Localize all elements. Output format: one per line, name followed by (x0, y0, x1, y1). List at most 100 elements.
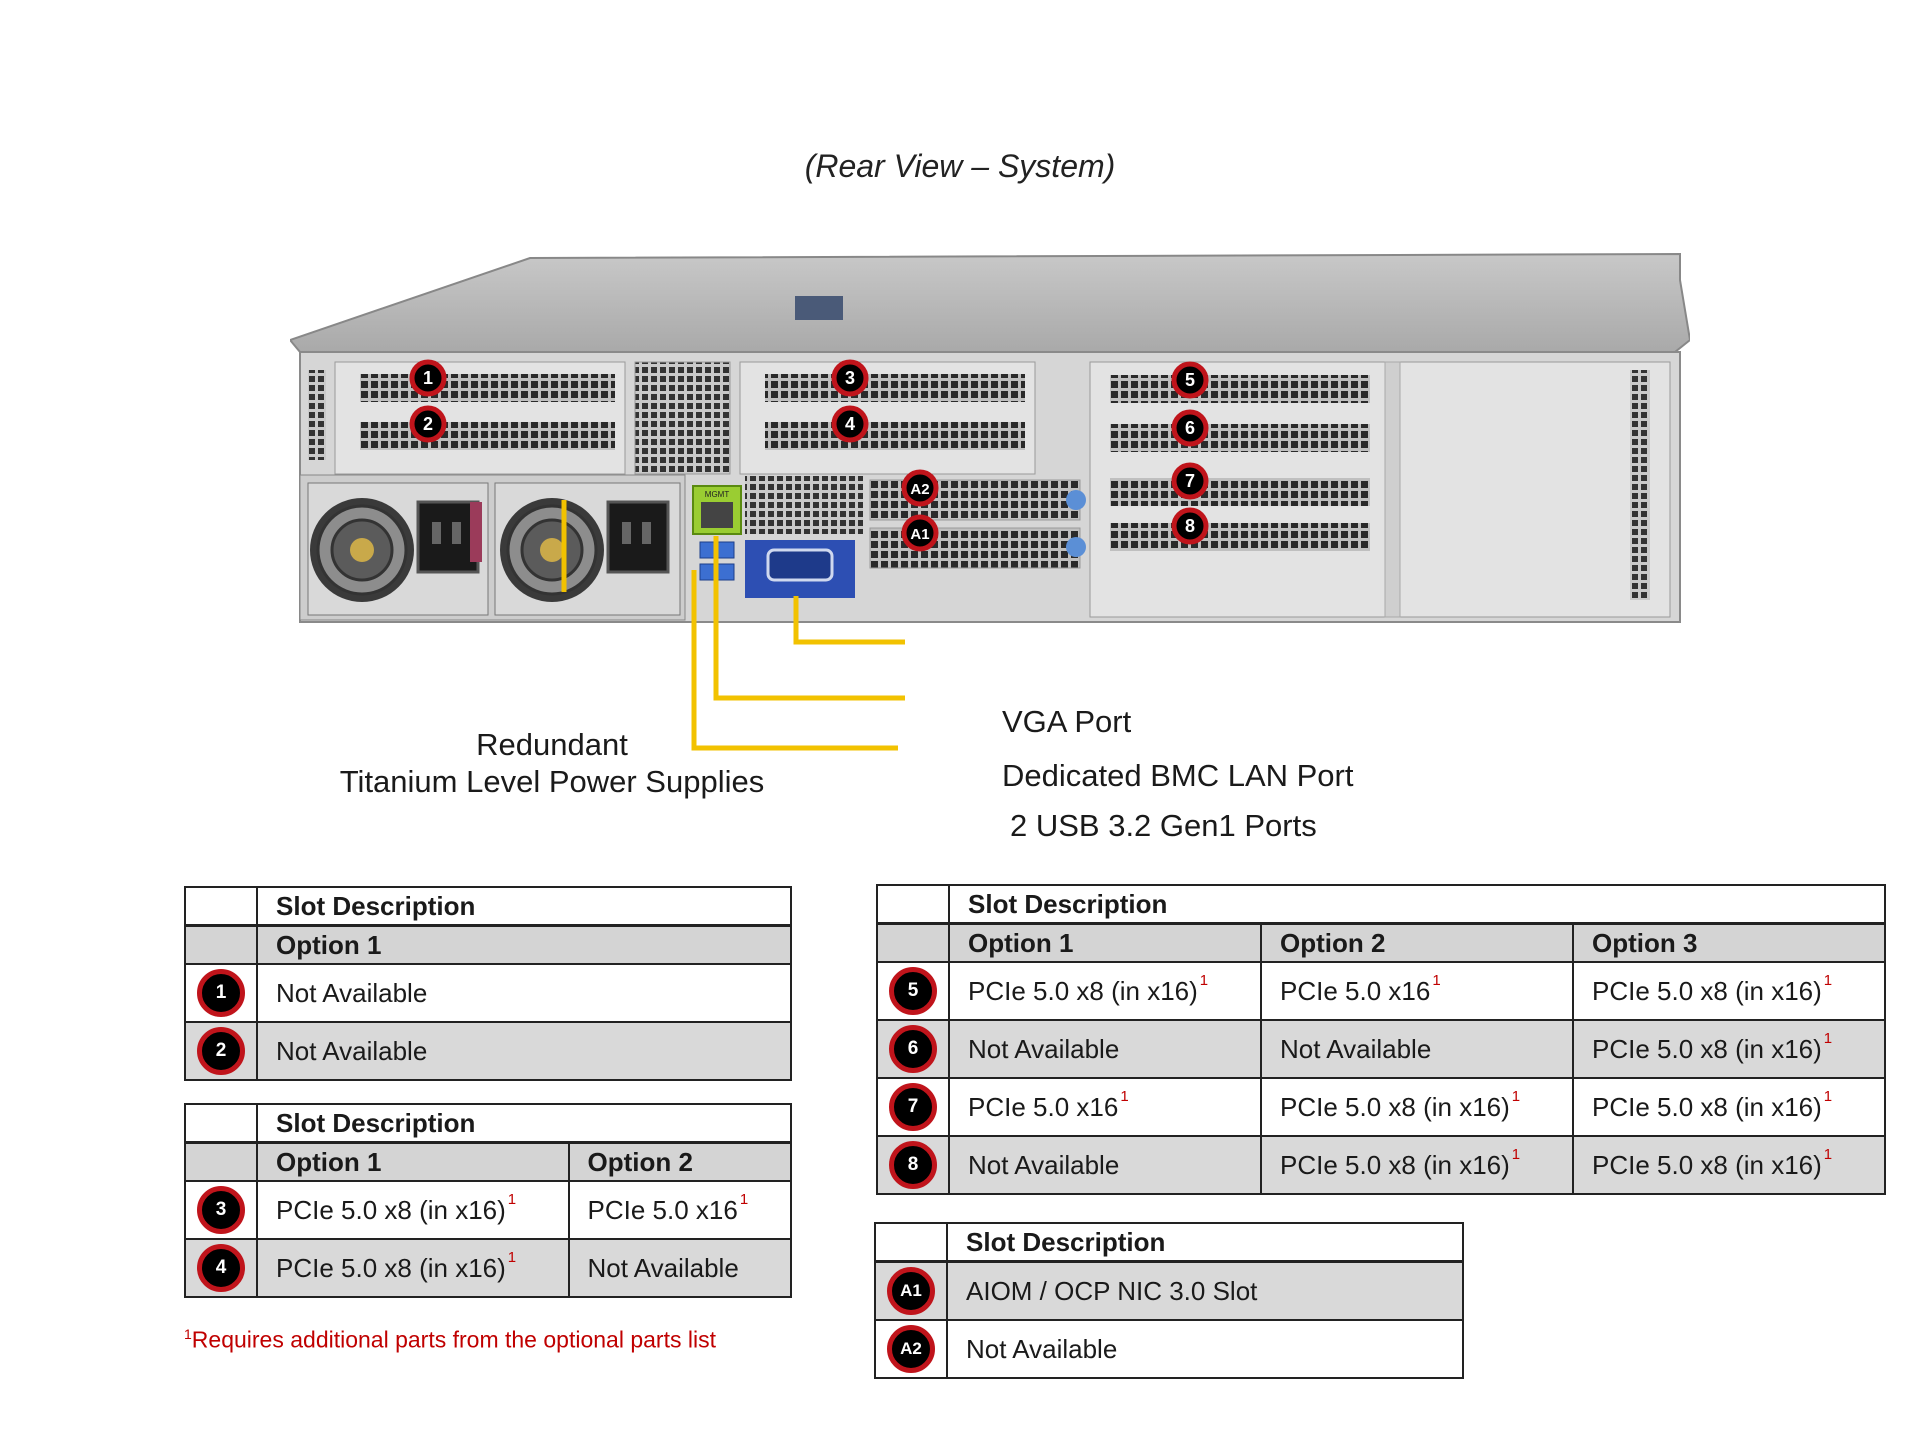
slot-table-5-8: Slot Description Option 1 Option 2 Optio… (876, 884, 1886, 1195)
table-cell: Not Available (256, 963, 792, 1023)
slot-badge: 3 (197, 1186, 245, 1234)
svg-text:A1: A1 (910, 526, 929, 543)
vga-callout: VGA Port (1002, 704, 1132, 739)
option-header: Option 1 (256, 924, 792, 965)
slot-badge: A1 (887, 1267, 935, 1315)
slot-badge: 7 (889, 1083, 937, 1131)
slot-8-vent (1110, 523, 1370, 551)
mgmt-label: MGMT (705, 490, 730, 499)
chassis-badge-1: 1 (409, 359, 447, 397)
psu-callout-line1: Redundant (476, 727, 628, 762)
page-title: (Rear View – System) (804, 148, 1116, 184)
table-header: Slot Description (256, 1103, 792, 1144)
table-header: Slot Description (256, 886, 792, 927)
table-cell: AIOM / OCP NIC 3.0 Slot (946, 1260, 1464, 1321)
slot-badge: 4 (197, 1244, 245, 1292)
option-header: Option 1 (256, 1141, 570, 1182)
table-cell: PCIe 5.0 x8 (in x16)1 (1572, 1077, 1886, 1137)
slot-5-vent (1110, 375, 1370, 403)
svg-text:7: 7 (1185, 471, 1195, 491)
slot-3-vent (765, 374, 1025, 402)
slot-badge: 5 (889, 967, 937, 1015)
table-cell: PCIe 5.0 x8 (in x16)1 (256, 1180, 570, 1240)
slot-badge: 6 (889, 1025, 937, 1073)
usb-callout: 2 USB 3.2 Gen1 Ports (1010, 808, 1317, 843)
psu-callout-line2: Titanium Level Power Supplies (339, 764, 765, 799)
slot-badge: 1 (197, 969, 245, 1017)
chassis-badge-a1: A1 (901, 514, 939, 552)
table-cell: PCIe 5.0 x8 (in x16)1 (1260, 1077, 1574, 1137)
slot-badge: A2 (887, 1325, 935, 1373)
footnote: 1Requires additional parts from the opti… (184, 1326, 716, 1354)
svg-text:8: 8 (1185, 516, 1195, 536)
footnote-text: Requires additional parts from the optio… (191, 1326, 716, 1353)
chassis-badge-6: 6 (1171, 409, 1209, 447)
slot-6-vent (1110, 424, 1370, 452)
option-header: Option 2 (1260, 922, 1574, 963)
bmc-callout: Dedicated BMC LAN Port (1002, 758, 1354, 793)
slot-4-vent (765, 422, 1025, 450)
psu-1 (307, 482, 489, 616)
top-label (795, 296, 843, 320)
leader-lines (561, 500, 905, 751)
table-cell: PCIe 5.0 x8 (in x16)1 (948, 961, 1262, 1021)
svg-text:6: 6 (1185, 418, 1195, 438)
svg-text:3: 3 (845, 368, 855, 388)
table-cell: PCIe 5.0 x8 (in x16)1 (1572, 961, 1886, 1021)
slot-1-vent (360, 374, 615, 402)
chassis-badge-3: 3 (831, 359, 869, 397)
chassis-badge-2: 2 (409, 405, 447, 443)
table-cell: PCIe 5.0 x8 (in x16)1 (1572, 1135, 1886, 1195)
chassis-badge-4: 4 (831, 405, 869, 443)
chassis-badge-7: 7 (1171, 462, 1209, 500)
svg-text:1: 1 (423, 368, 433, 388)
table-cell: PCIe 5.0 x8 (in x16)1 (1572, 1019, 1886, 1079)
leader-vga (793, 596, 905, 645)
svg-text:5: 5 (1185, 370, 1195, 390)
svg-text:4: 4 (845, 414, 855, 434)
option-header: Option 1 (948, 922, 1262, 963)
table-cell: Not Available (1260, 1019, 1574, 1079)
table-cell: PCIe 5.0 x8 (in x16)1 (1260, 1135, 1574, 1195)
slot-badge: 8 (889, 1141, 937, 1189)
leader-bmc-line (713, 536, 905, 701)
slot-2-vent (360, 422, 615, 450)
center-fan-grill (634, 361, 731, 475)
slot-badge: 2 (197, 1027, 245, 1075)
psu-2 (494, 482, 681, 616)
table-cell: PCIe 5.0 x8 (in x16)1 (256, 1238, 570, 1298)
option-header: Option 2 (567, 1141, 792, 1182)
vga-port (766, 548, 834, 582)
aiom-slot-a1 (869, 527, 1081, 569)
svg-text:2: 2 (423, 414, 433, 434)
option-header: Option 3 (1572, 922, 1886, 963)
chassis-badge-5: 5 (1171, 361, 1209, 399)
table-cell: Not Available (948, 1135, 1262, 1195)
server-rear-illustration: MGMT 1 2 3 4 5 6 7 8A1 A2 (290, 252, 1690, 751)
table-header: Slot Description (948, 884, 1886, 925)
chassis-top (290, 252, 1690, 353)
table-cell: Not Available (948, 1019, 1262, 1079)
table-cell: Not Available (256, 1021, 792, 1081)
table-row: 4 PCIe 5.0 x8 (in x16)1 Not Available (184, 1238, 792, 1298)
footnote-mark: 1 (184, 1326, 192, 1342)
chassis-badge-a2: A2 (901, 469, 939, 507)
chassis-badge-8: 8 (1171, 507, 1209, 545)
table-cell: Not Available (946, 1319, 1464, 1379)
aiom-slot-a2 (869, 479, 1081, 521)
table-header: Slot Description (946, 1222, 1464, 1263)
